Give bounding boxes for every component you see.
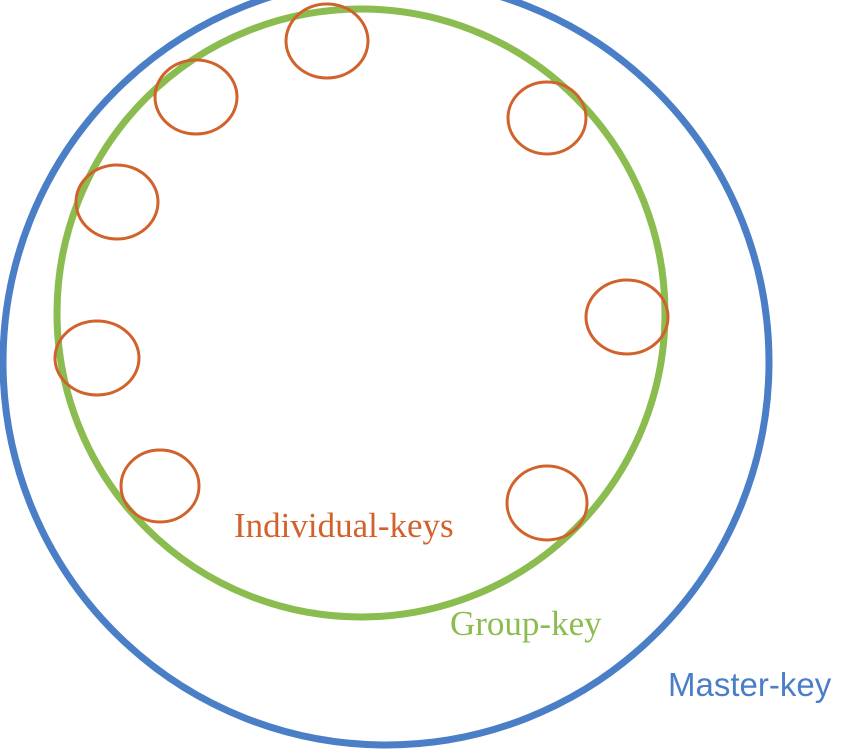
individual-key-circle bbox=[506, 80, 588, 156]
individual-key-circle bbox=[119, 448, 201, 524]
master-key-label: Master-key bbox=[668, 666, 832, 703]
individual-key-circle bbox=[584, 278, 670, 356]
individual-keys-group bbox=[53, 2, 670, 542]
group-key-circle bbox=[53, 5, 669, 621]
individual-key-circle bbox=[153, 58, 239, 136]
group-key-label: Group-key bbox=[450, 604, 602, 643]
individual-key-circle bbox=[74, 163, 160, 241]
individual-keys-label: Individual-keys bbox=[234, 506, 454, 545]
individual-key-circle bbox=[53, 319, 141, 397]
individual-key-circle bbox=[284, 2, 370, 80]
master-key-circle bbox=[0, 0, 773, 749]
individual-key-circle bbox=[505, 464, 589, 542]
